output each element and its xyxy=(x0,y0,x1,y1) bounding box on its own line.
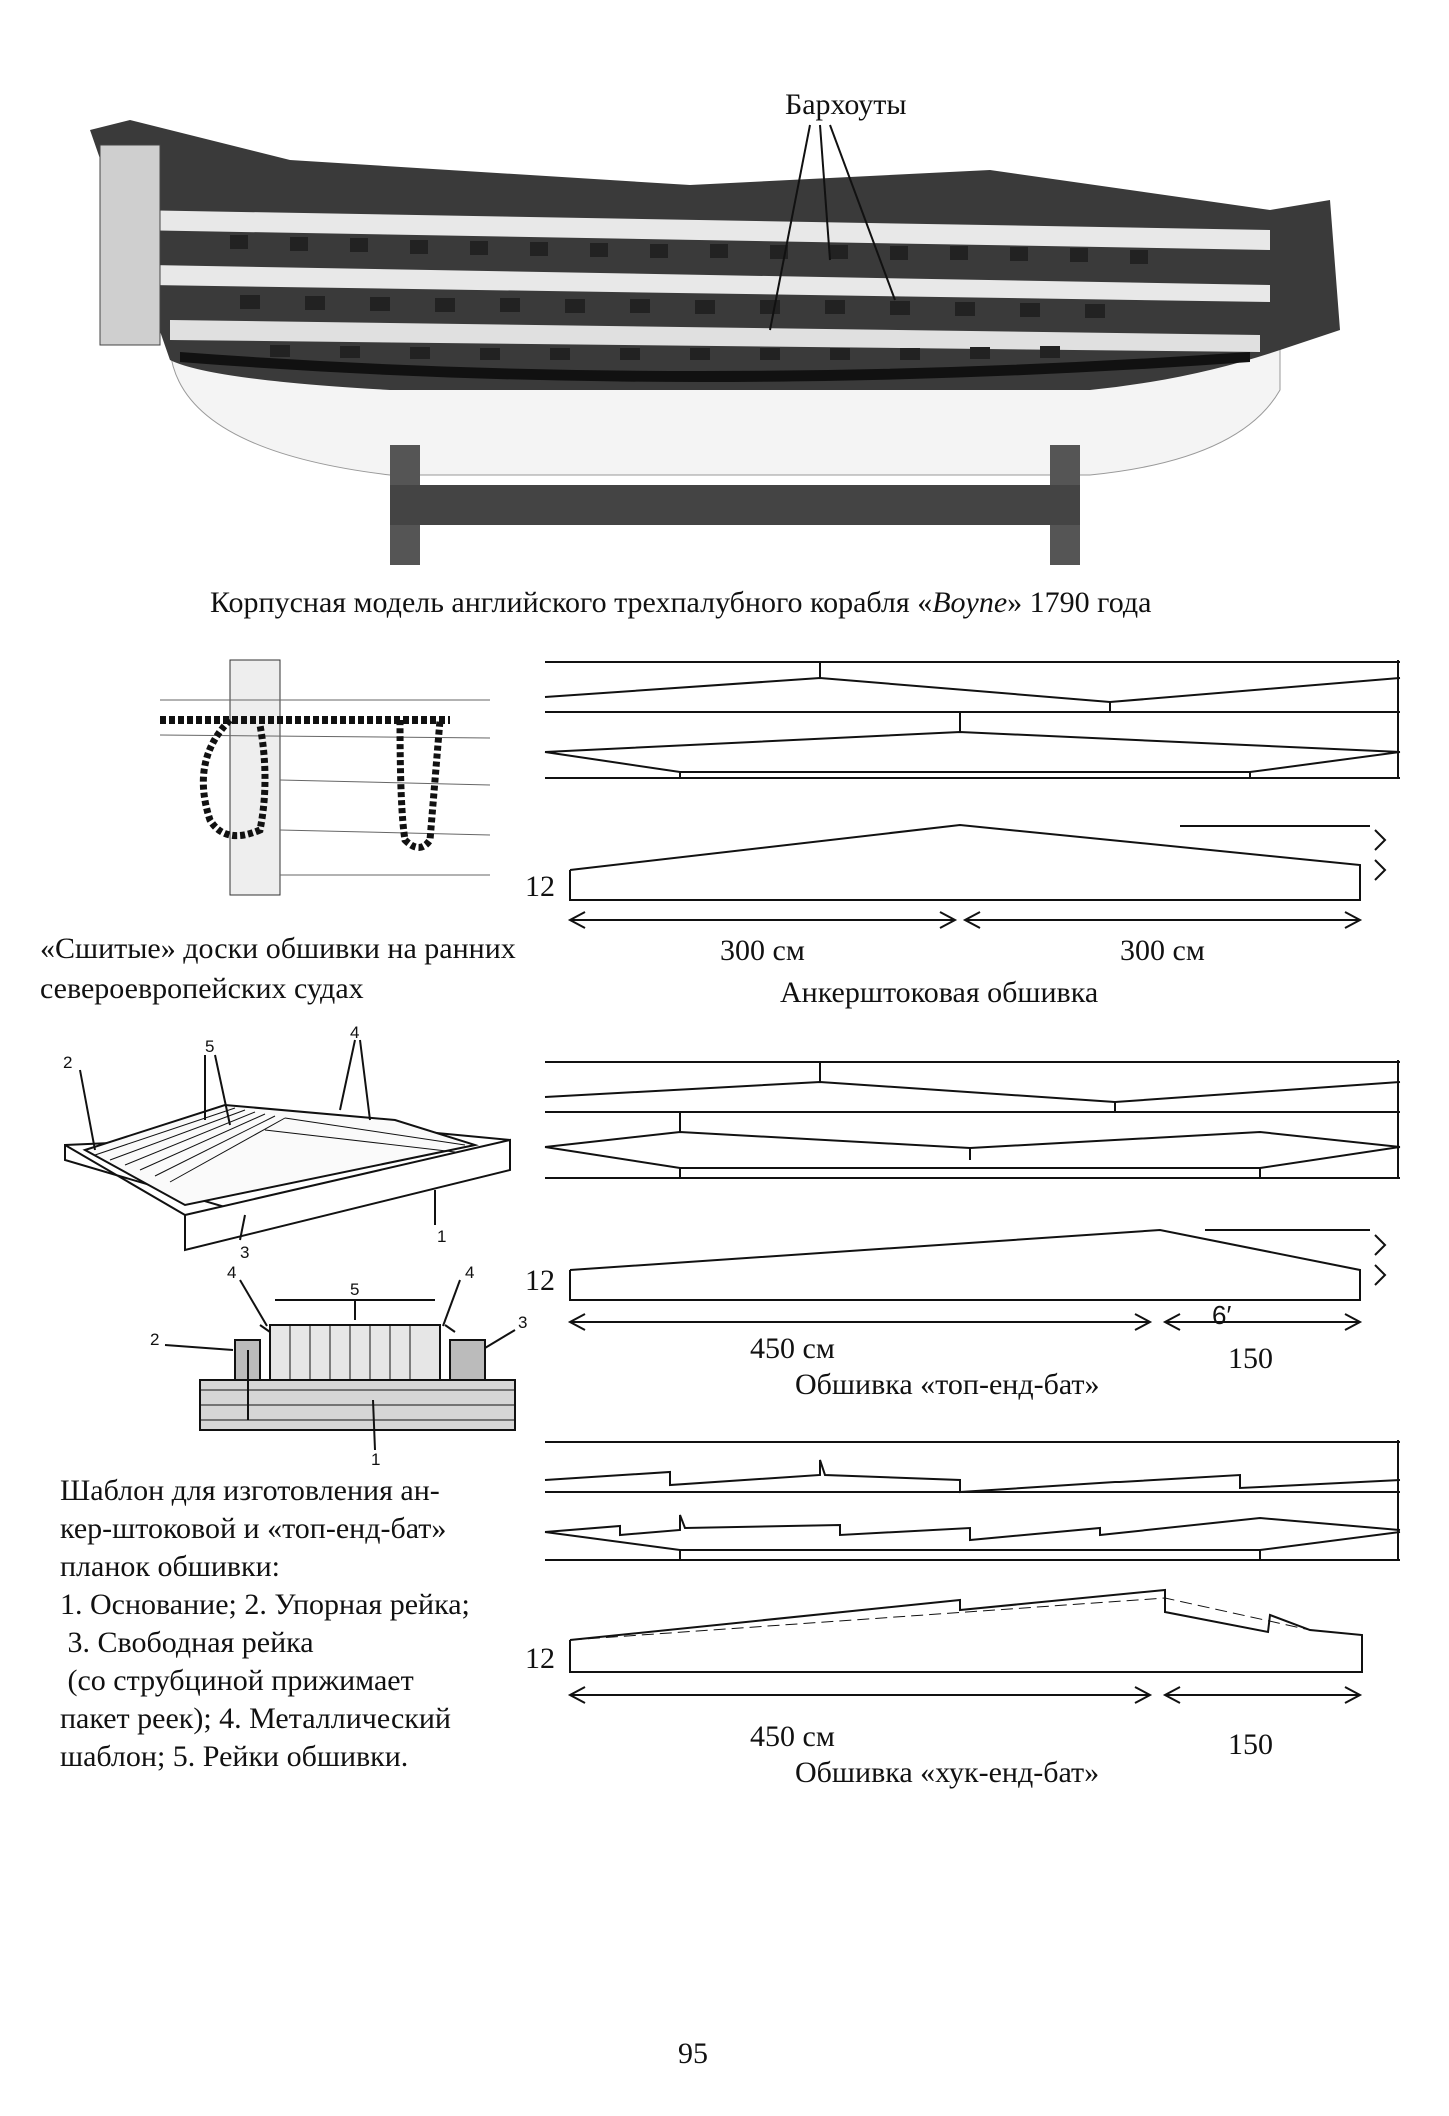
topend-dim-mark: 6′ xyxy=(1212,1300,1232,1330)
hookend-title: Обшивка «хук-енд-бат» xyxy=(795,1756,1100,1789)
svg-text:3: 3 xyxy=(240,1243,249,1262)
template-caption-line: пакет реек); 4. Металлический xyxy=(60,1702,451,1735)
anchor-dim-left: 300 см xyxy=(720,934,805,967)
ship-caption-suffix: » 1790 года xyxy=(1007,586,1152,619)
hookend-dim-left: 450 см xyxy=(750,1720,835,1753)
svg-text:4: 4 xyxy=(465,1263,474,1282)
template-caption-line: 1. Основание; 2. Упорная рейка; xyxy=(60,1588,470,1621)
hookend-dim-right: 150 xyxy=(1228,1728,1273,1761)
ship-label-barkhouty: Бархоуты xyxy=(785,88,907,121)
topend-dim-left: 450 см xyxy=(750,1332,835,1365)
anchor-plank-number: 12 xyxy=(525,870,555,903)
topend-plank-number: 12 xyxy=(525,1264,555,1297)
sewn-caption-line1: «Сшитые» доски обшивки на ранних xyxy=(40,932,516,965)
template-caption-line: шаблон; 5. Рейки обшивки. xyxy=(60,1740,409,1773)
template-caption-line: планок обшивки: xyxy=(60,1550,281,1583)
svg-text:2: 2 xyxy=(63,1053,72,1072)
svg-text:4: 4 xyxy=(350,1023,359,1042)
anchor-stock-diagram xyxy=(544,660,1401,929)
template-caption-line: кер-штоковой и «топ-енд-бат» xyxy=(60,1512,447,1545)
template-caption: Шаблон для изготовления ан- кер-штоковой… xyxy=(60,1472,520,1776)
topend-title: Обшивка «топ-енд-бат» xyxy=(795,1368,1100,1401)
hook-end-butt-diagram xyxy=(544,1440,1401,1704)
ship-caption-prefix: Корпусная модель английского трехпалубно… xyxy=(210,586,933,619)
ship-caption: Корпусная модель английского трехпалубно… xyxy=(210,584,1151,622)
sewn-planks-drawing xyxy=(159,659,491,896)
page-number: 95 xyxy=(678,2037,708,2070)
anchor-title: Анкерштоковая обшивка xyxy=(780,976,1099,1009)
svg-text:4: 4 xyxy=(227,1263,236,1282)
ship-model-figure: Бархоуты xyxy=(90,88,1370,590)
topend-dim-right: 150 xyxy=(1228,1342,1273,1375)
svg-text:5: 5 xyxy=(350,1280,359,1299)
hookend-plank-number: 12 xyxy=(525,1642,555,1675)
ship-caption-name: Boyne xyxy=(932,586,1008,619)
svg-text:1: 1 xyxy=(437,1227,446,1246)
svg-text:5: 5 xyxy=(205,1037,214,1056)
template-caption-line: Шаблон для изготовления ан- xyxy=(60,1474,440,1507)
template-number-labels: 2 5 4 3 1 4 5 4 2 3 1 xyxy=(63,1023,527,1469)
top-end-butt-diagram xyxy=(544,1060,1401,1331)
anchor-dim-right: 300 см xyxy=(1120,934,1205,967)
svg-text:3: 3 xyxy=(518,1313,527,1332)
sewn-caption-line2: североевропейских судах xyxy=(40,972,364,1005)
template-drawing: 2 5 4 3 1 4 5 4 2 3 1 xyxy=(63,1023,527,1469)
template-caption-line: 3. Свободная рейка xyxy=(60,1626,314,1659)
ship-hull-drawing xyxy=(90,120,1340,565)
svg-text:1: 1 xyxy=(371,1450,380,1469)
template-caption-line: (со струбциной прижимает xyxy=(60,1664,414,1697)
svg-text:2: 2 xyxy=(150,1330,159,1349)
